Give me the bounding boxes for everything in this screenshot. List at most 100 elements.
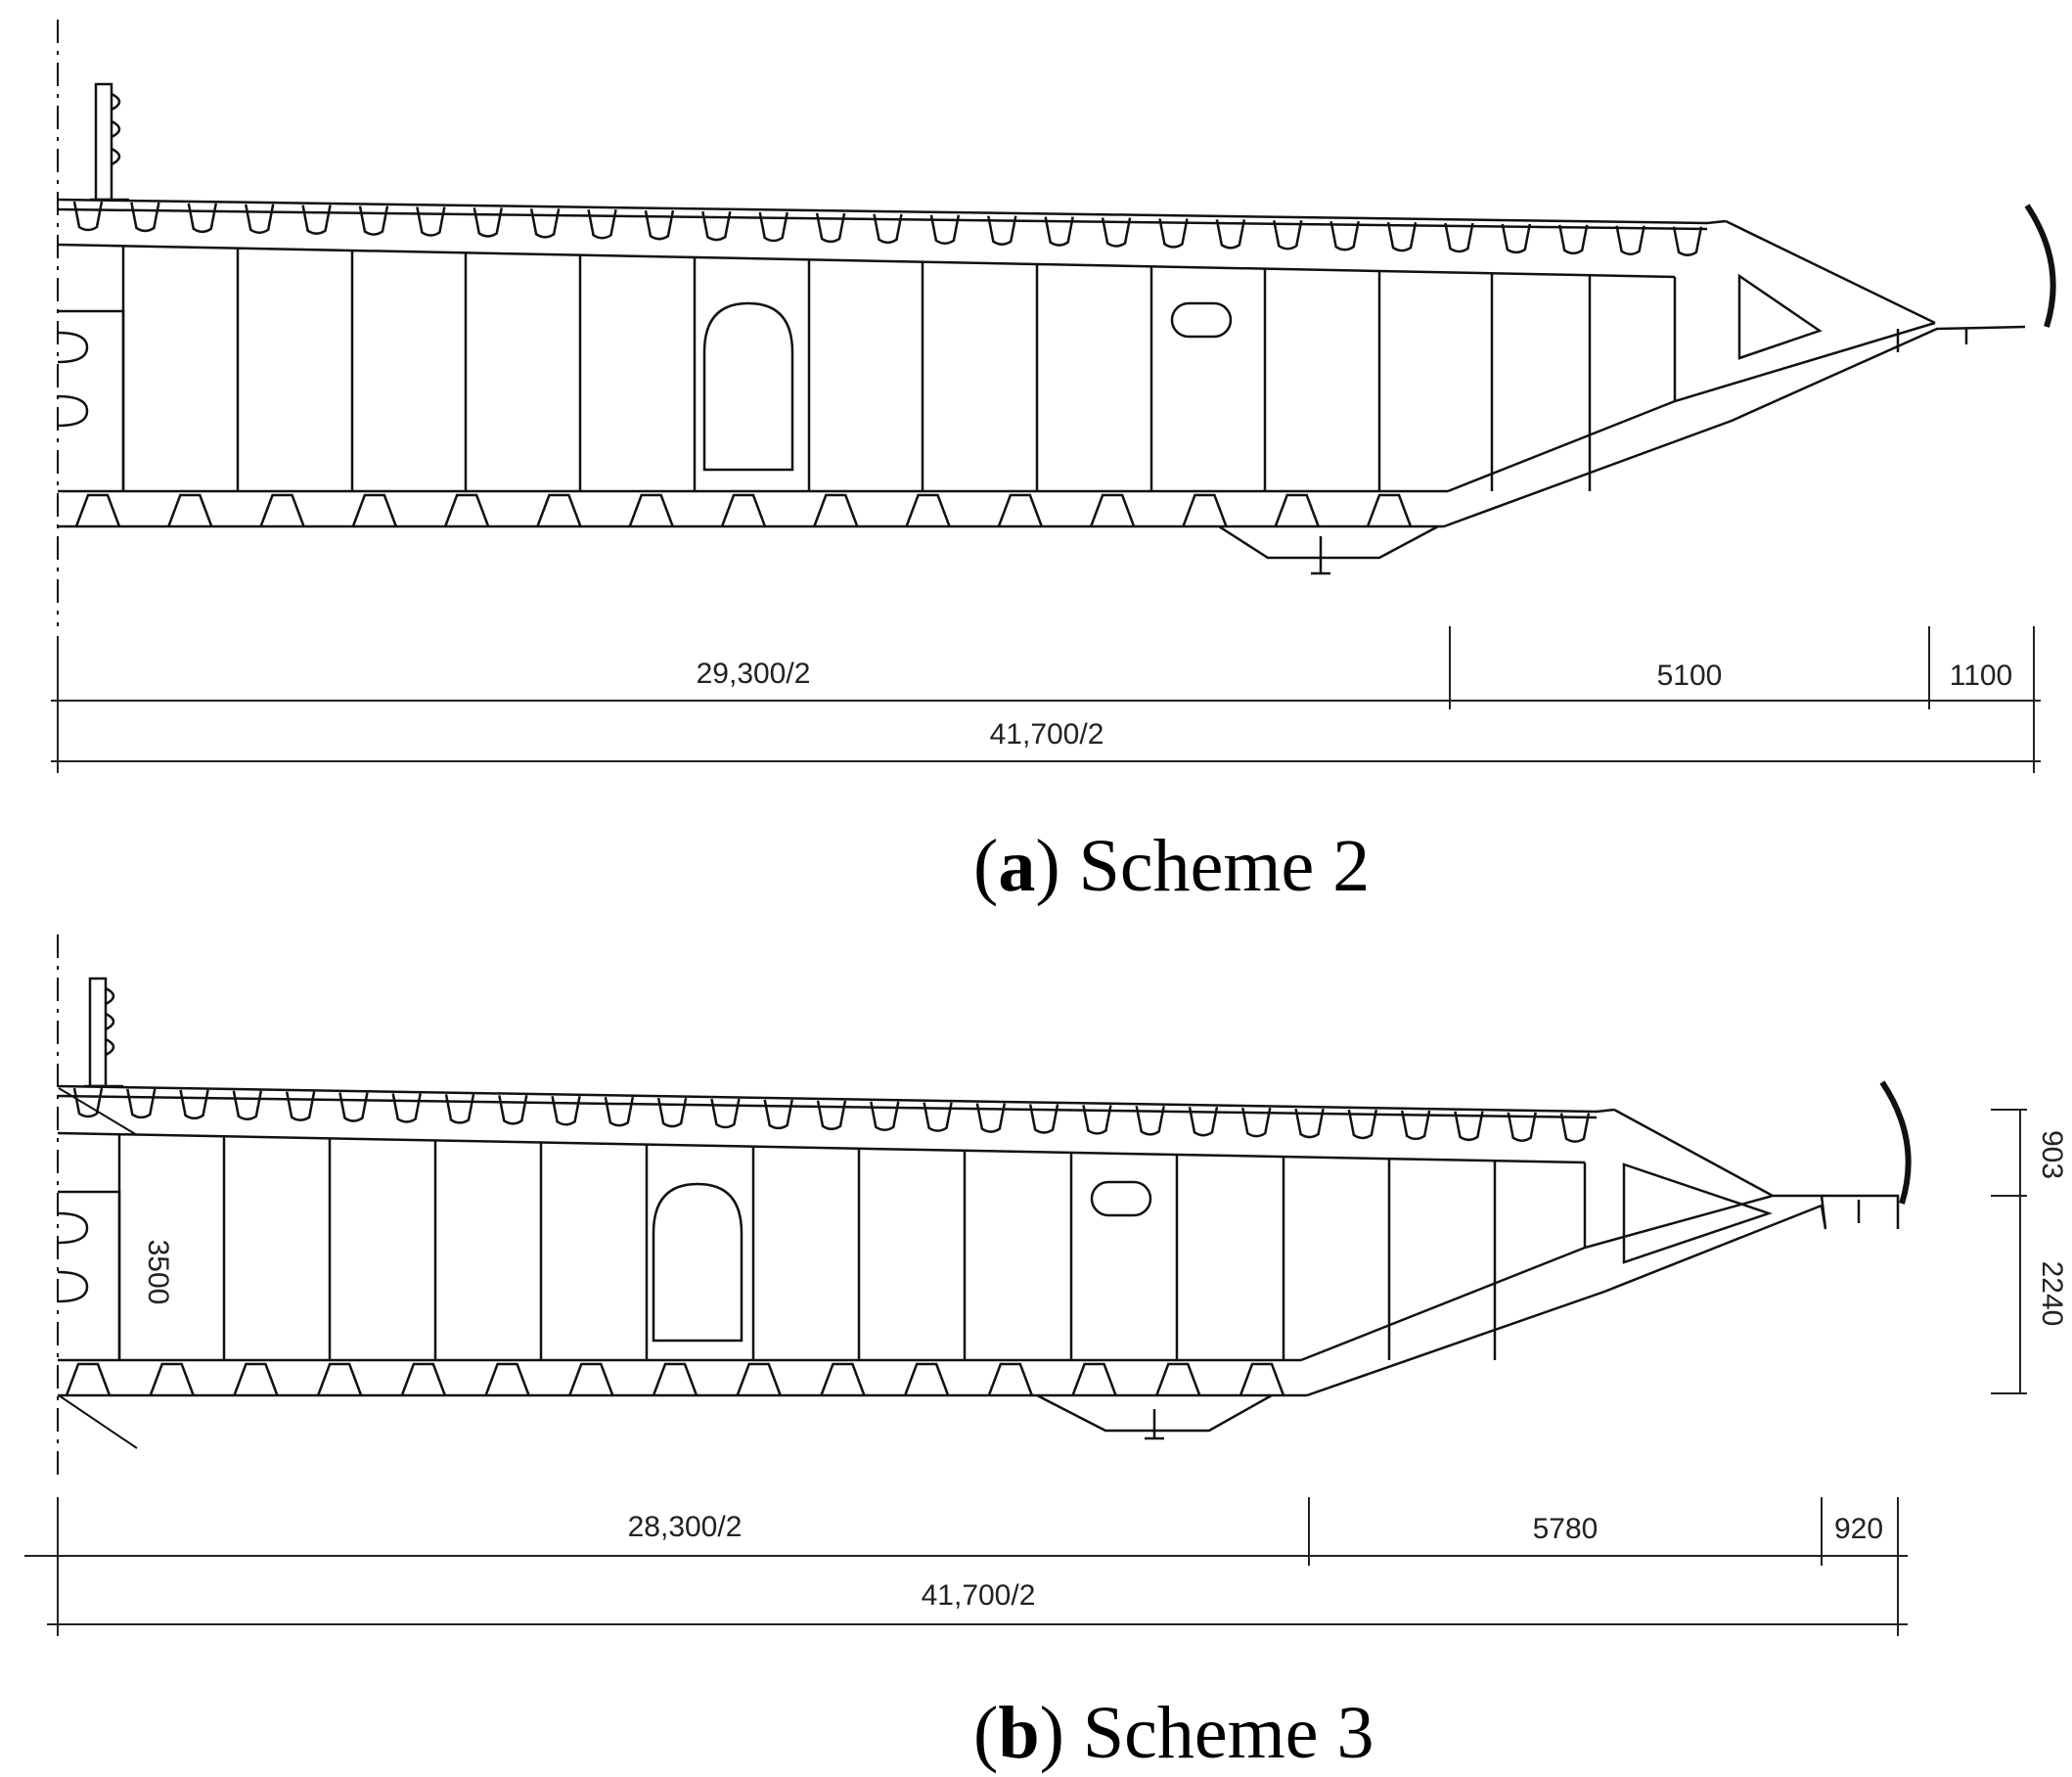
dim-a-span1: 29,300/2 [697,658,811,690]
u-rib [763,1099,793,1130]
inspection-slot [1090,1180,1152,1217]
trapezoid-rib [1274,493,1320,527]
u-rib [1135,1106,1165,1136]
trapezoid-rib [1155,1362,1201,1396]
u-rib [529,208,561,239]
trapezoid-rib [997,493,1044,527]
trapezoid-rib [167,493,213,527]
bottom-bracket [1218,524,1439,575]
trapezoid-rib [628,493,674,527]
u-rib [551,1096,581,1126]
trapezoid-rib [149,1362,195,1396]
u-rib [391,1093,422,1123]
trapezoid-rib [259,493,305,527]
u-rib [1294,1108,1325,1139]
u-rib [1158,218,1189,249]
dim-b-span2: 5780 [1533,1513,1599,1545]
bottom-flange [58,489,1448,528]
u-rib [187,203,218,234]
u-rib [701,210,732,242]
bottom-bracket [1036,1393,1273,1440]
u-rib [1507,1112,1537,1142]
trapezoid-rib [905,493,951,527]
bottom-trapezoid-ribs [74,493,1413,527]
u-rib [1615,225,1645,256]
u-rib [1188,1106,1219,1137]
diaphragm-stiffeners [117,1134,1497,1360]
u-rib [338,1092,369,1122]
trapezoid-rib [568,1362,614,1396]
dim-b-total: 41,700/2 [922,1579,1036,1612]
trapezoid-rib [1239,1362,1285,1396]
u-rib [1215,219,1246,250]
triangle-cutout [1622,1162,1773,1264]
u-rib [758,211,788,243]
trapezoid-rib [736,1362,782,1396]
u-rib [444,1094,475,1124]
trapezoid-rib [813,493,859,527]
dim-a-span2: 5100 [1657,660,1723,692]
inclined-web [1300,1194,1823,1397]
u-rib [929,214,961,246]
cantilever-top [1725,219,1936,325]
side-dimensions-scheme-3 [1991,1109,2027,1394]
u-rib [987,215,1017,246]
diaphragm-stiffeners [121,246,1592,491]
u-rib [923,1102,953,1132]
u-rib [870,1101,900,1131]
bottom-trapezoid-ribs [65,1362,1285,1396]
u-rib [126,1088,157,1119]
dim-b-span3: 920 [1834,1513,1883,1545]
top-deck-plate [57,198,1727,225]
manhole [652,1182,743,1343]
u-rib [587,209,617,240]
caption-b-label: b [998,1692,1039,1774]
trapezoid-rib [65,1362,112,1396]
dimensions-scheme-2 [51,626,2041,773]
trapezoid-rib [820,1362,866,1396]
u-rib [130,202,160,233]
u-rib [416,206,446,237]
u-rib [975,1103,1007,1133]
trapezoid-rib [351,493,398,527]
u-rib [1347,1109,1378,1140]
bottom-flange [58,1358,1307,1397]
u-rib [1400,1110,1431,1141]
u-rib [1082,1105,1112,1135]
u-rib [656,1097,688,1128]
u-rib [285,1091,316,1121]
u-rib [604,1096,635,1127]
dim-a-total: 41,700/2 [990,718,1104,751]
u-rib [72,1087,104,1118]
trapezoid-rib [903,1362,950,1396]
trapezoid-rib [1089,493,1136,527]
caption-b-text: Scheme 3 [1083,1692,1374,1774]
u-rib [1444,222,1474,253]
u-rib [644,209,675,241]
u-rib [1454,1111,1484,1142]
caption-b: (b) Scheme 3 [973,1692,1374,1774]
trapezoid-rib [536,493,582,527]
trapezoid-rib [74,493,121,527]
dim-b-side-top: 903 [2036,1130,2068,1179]
u-rib [815,212,846,244]
u-rib [1101,217,1132,248]
dim-b-side-bottom: 2240 [2036,1261,2068,1327]
manhole [702,301,794,472]
u-rib [1329,220,1360,251]
dimensions-scheme-3 [24,1497,1908,1636]
u-rib [1241,1107,1272,1138]
top-inner-line [57,243,1676,279]
top-inner-line [57,1131,1586,1164]
u-rib [473,207,503,238]
u-rib [358,205,389,236]
height-dim-diagonal [58,1087,138,1449]
u-rib [498,1095,528,1125]
u-rib [179,1089,209,1120]
railing [84,977,123,1088]
u-rib [301,205,332,235]
caption-a-label: a [998,825,1035,907]
trapezoid-rib [316,1362,363,1396]
u-rib [232,1090,263,1120]
